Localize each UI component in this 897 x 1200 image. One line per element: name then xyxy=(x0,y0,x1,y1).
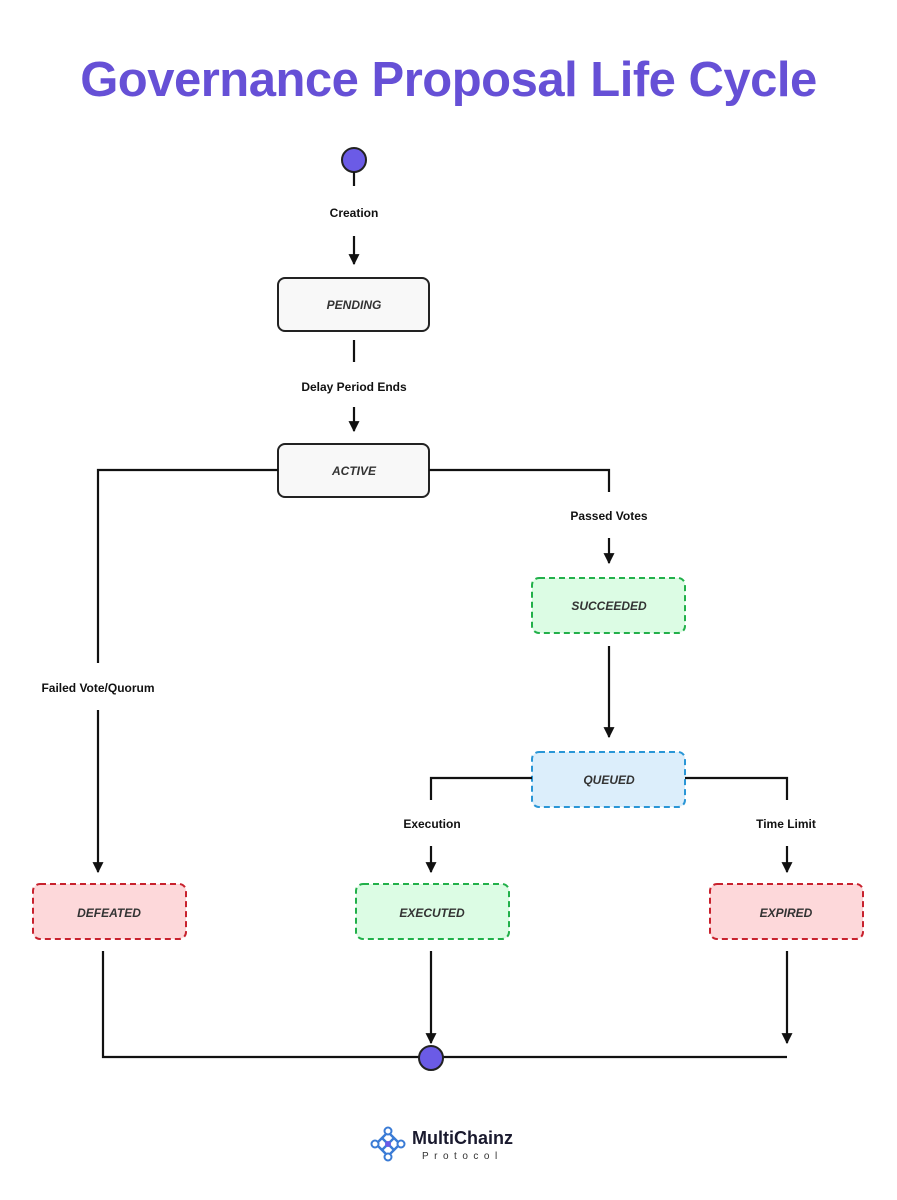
state-executed xyxy=(355,883,510,940)
state-pending-label: PENDING xyxy=(327,298,382,312)
state-active-label: ACTIVE xyxy=(331,464,377,478)
state-defeated xyxy=(32,883,187,940)
label-failed-vote-quorum: Failed Vote/Quorum xyxy=(41,681,154,695)
label-passed-votes: Passed Votes xyxy=(570,509,647,523)
label-delay-period-ends: Delay Period Ends xyxy=(301,380,407,394)
state-pending xyxy=(277,277,430,332)
state-succeeded-label: SUCCEEDED xyxy=(571,599,647,613)
edge-queued-to-execution xyxy=(429,776,532,800)
state-defeated-label: DEFEATED xyxy=(77,906,141,920)
label-execution: Execution xyxy=(403,817,460,831)
brand-name: MultiChainz xyxy=(412,1128,513,1148)
edge-defeated-to-end xyxy=(101,951,419,1059)
state-expired xyxy=(709,883,864,940)
state-executed-label: EXECUTED xyxy=(399,906,465,920)
label-creation: Creation xyxy=(330,206,379,220)
page-title: Governance Proposal Life Cycle xyxy=(80,53,817,107)
brand-subtitle: Protocol xyxy=(422,1151,503,1162)
state-queued xyxy=(531,751,686,808)
edge-queued-to-time-limit xyxy=(685,776,789,800)
end-node xyxy=(418,1045,444,1071)
state-expired-label: EXPIRED xyxy=(760,906,813,920)
state-succeeded xyxy=(531,577,686,634)
start-node xyxy=(341,147,367,173)
network-nodes-icon xyxy=(370,1126,406,1162)
edge-active-to-failed xyxy=(96,468,278,663)
label-time-limit: Time Limit xyxy=(756,817,816,831)
edge-active-to-passed xyxy=(429,468,611,492)
state-queued-label: QUEUED xyxy=(583,773,635,787)
